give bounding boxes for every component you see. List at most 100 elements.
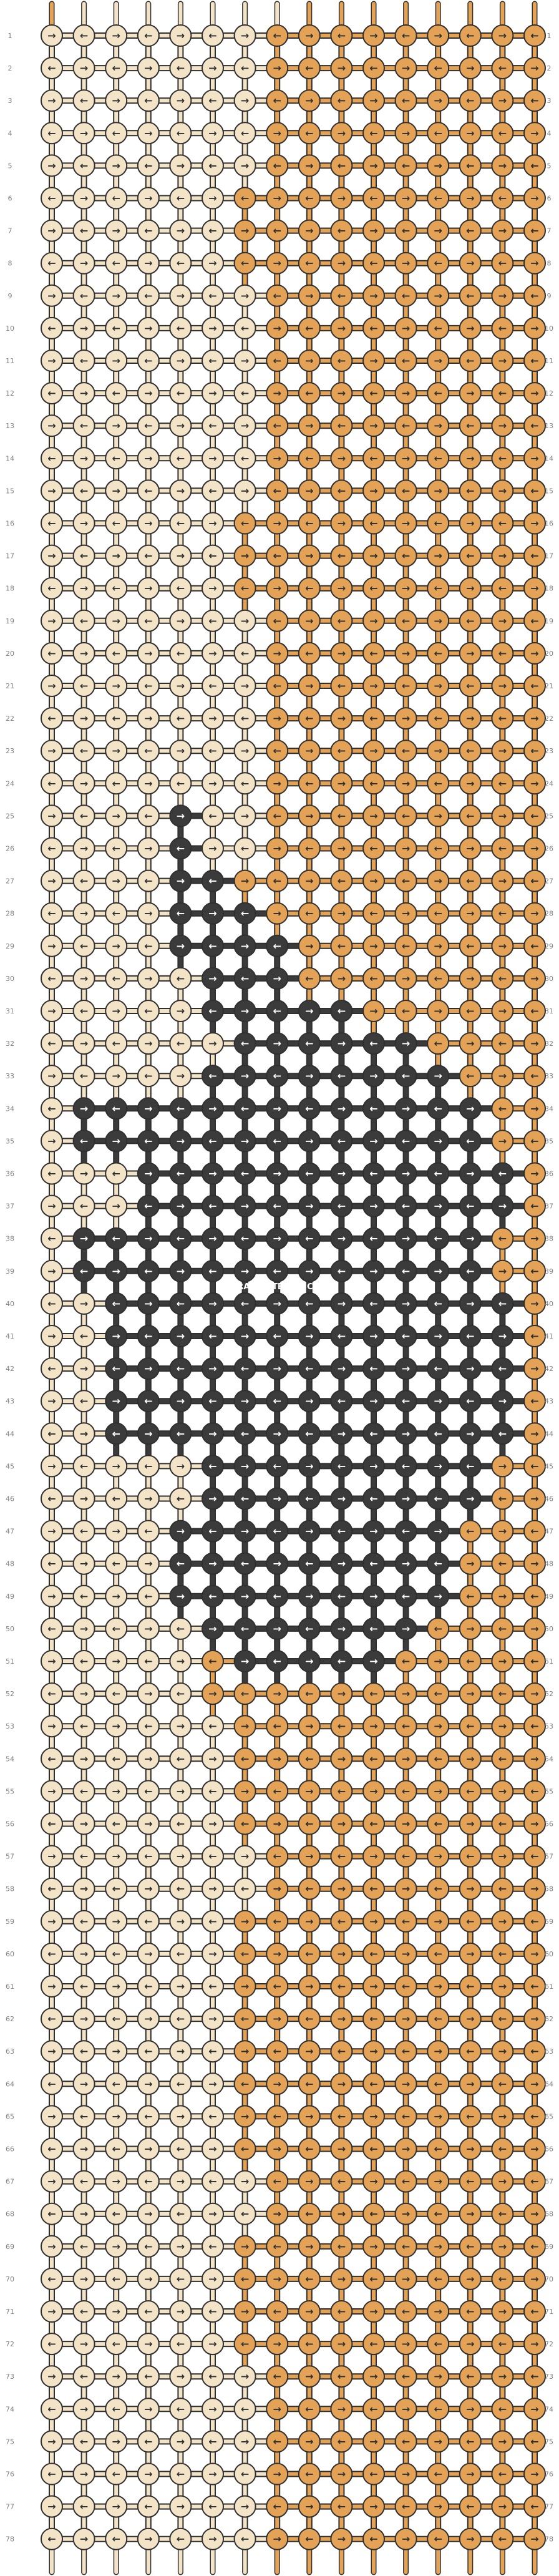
knot: → [330, 57, 353, 80]
knot: ← [427, 57, 450, 80]
knot-arrow-icon: ← [80, 30, 88, 42]
knot-arrow-icon: → [273, 127, 281, 139]
knots-layer: → ← → ← → ← → ← → ← → ← → ← → ← ← → ← → ← → ← → ← → ← → ← → ← → → ← → ← → ← → ←… [41, 24, 546, 2550]
knot: → [105, 89, 128, 112]
knot-arrow-icon: → [208, 127, 216, 139]
knot-arrow-icon: → [241, 95, 249, 107]
knot: ← [72, 89, 95, 112]
knot: ← [491, 122, 514, 145]
knot: ← [394, 89, 417, 112]
knot: ← [394, 24, 417, 47]
knot: → [72, 122, 95, 145]
knot-arrow-icon: ← [208, 95, 216, 107]
knot-arrow-icon: ← [177, 62, 185, 74]
knot-arrow-icon: → [402, 62, 410, 74]
knot: → [41, 24, 63, 47]
knot-arrow-icon: ← [338, 30, 346, 42]
knot: ← [523, 89, 546, 112]
knot: ← [169, 122, 192, 145]
knot: → [266, 57, 289, 80]
knot-arrow-icon: ← [241, 62, 249, 74]
knot-arrow-icon: → [177, 30, 185, 42]
knot-arrow-icon: ← [177, 127, 185, 139]
knot: ← [202, 89, 224, 112]
knot-arrow-icon: ← [273, 95, 281, 107]
knot-arrow-icon: ← [498, 127, 507, 139]
knot-arrow-icon: → [47, 30, 56, 42]
knot-arrow-icon: → [241, 30, 249, 42]
knot: → [298, 89, 321, 112]
knot-arrow-icon: → [47, 95, 56, 107]
knot-arrow-icon: ← [369, 127, 377, 139]
knot-arrow-icon: → [434, 30, 442, 42]
knot-arrow-icon: → [466, 127, 474, 139]
knot: → [202, 122, 224, 145]
knot-arrow-icon: → [80, 62, 88, 74]
knot-arrow-icon: → [305, 30, 313, 42]
knot-arrow-icon: ← [47, 62, 56, 74]
knot-arrow-icon: ← [402, 30, 410, 42]
knot-arrow-icon: → [144, 127, 152, 139]
knot-arrow-icon: → [208, 62, 216, 74]
knot-arrow-icon: ← [144, 30, 152, 42]
knot-arrow-icon: → [434, 95, 442, 107]
knot: → [362, 24, 385, 47]
knot: → [459, 57, 482, 80]
knot: → [298, 24, 321, 47]
knot-arrow-icon: → [498, 95, 507, 107]
knot-arrow-icon: → [80, 127, 88, 139]
knot: → [491, 89, 514, 112]
knot-arrow-icon: ← [369, 62, 377, 74]
knot: → [459, 122, 482, 145]
knot-arrow-icon: ← [305, 62, 313, 74]
knot: ← [202, 24, 224, 47]
knot-arrow-icon: → [112, 95, 120, 107]
knot-arrow-icon: → [305, 95, 313, 107]
knot-arrow-icon: ← [47, 127, 56, 139]
knot: → [137, 122, 160, 145]
knot-arrow-icon: → [338, 127, 346, 139]
knot-arrow-icon: → [530, 62, 538, 74]
knot-arrow-icon: → [177, 95, 185, 107]
knot-arrow-icon: ← [466, 95, 474, 107]
knot: ← [330, 24, 353, 47]
knot: ← [298, 122, 321, 145]
knot: → [427, 24, 450, 47]
knot: → [394, 57, 417, 80]
knot: → [137, 57, 160, 80]
knot-arrow-icon: ← [112, 127, 120, 139]
knot-arrow-icon: ← [208, 30, 216, 42]
knot-arrow-icon: → [466, 62, 474, 74]
knot-arrow-icon: ← [305, 127, 313, 139]
knot: ← [330, 89, 353, 112]
knot-arrow-icon: ← [144, 95, 152, 107]
knot: ← [41, 122, 63, 145]
knot-arrow-icon: ← [434, 62, 442, 74]
knot: → [523, 57, 546, 80]
knot-arrow-icon: ← [273, 30, 281, 42]
knot: → [202, 57, 224, 80]
knot: → [169, 89, 192, 112]
knot: ← [137, 89, 160, 112]
knot: ← [491, 57, 514, 80]
knot: ← [427, 122, 450, 145]
knot: ← [266, 24, 289, 47]
knot-arrow-icon: ← [530, 95, 538, 107]
knot-arrow-icon: ← [241, 127, 249, 139]
knot: ← [523, 24, 546, 47]
knot-arrow-icon: ← [80, 95, 88, 107]
knot-arrow-icon: → [530, 127, 538, 139]
knot: ← [233, 122, 256, 145]
knot: ← [459, 89, 482, 112]
knot: ← [266, 89, 289, 112]
knot: → [233, 89, 256, 112]
knot: ← [137, 24, 160, 47]
knot: → [330, 122, 353, 145]
knot: ← [72, 24, 95, 47]
knot: ← [105, 57, 128, 80]
knot-arrow-icon: ← [498, 62, 507, 74]
knot-arrow-icon: → [369, 30, 377, 42]
knot: → [394, 122, 417, 145]
